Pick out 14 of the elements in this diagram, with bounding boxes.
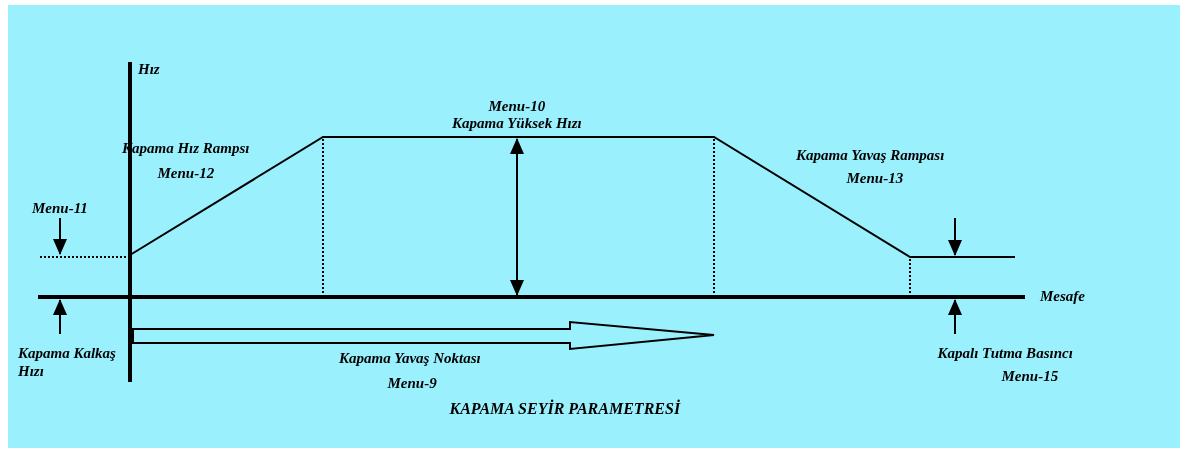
menu-number: Menu-11 [32,199,88,217]
parameter-label: Kapama Yavaş Rampası [796,146,945,164]
parameter-label: Kapama Kalkaş Hızı [18,344,117,380]
menu-number: Menu-9 [387,374,437,392]
axis-label: Hız [138,60,160,78]
menu-number: Menu-13 [846,169,904,187]
menu-number: Menu-10 [488,97,546,115]
parameter-label: Kapama Yavaş Noktası [339,349,481,367]
parameter-label: Kapama Yüksek Hızı [452,114,582,132]
menu-number: Menu-12 [157,164,215,182]
caption: KAPAMA SEYİR PARAMETRESİ [449,400,681,418]
menu-number: Menu-15 [1001,367,1059,385]
parameter-label: Kapalı Tutma Basıncı [937,344,1073,362]
axis-label: Mesafe [1040,287,1085,305]
